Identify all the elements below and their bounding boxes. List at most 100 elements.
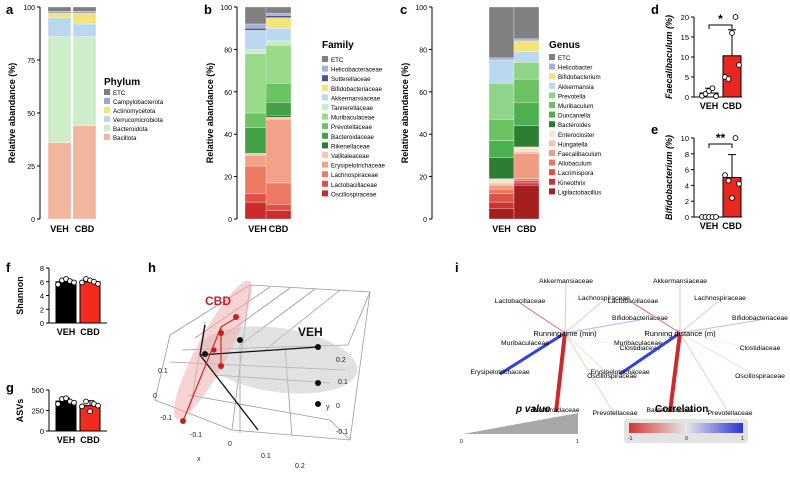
taxon-node-label: Oscillospiraceae xyxy=(735,373,785,380)
veh-points xyxy=(202,337,321,407)
cbd-group-label: CBD xyxy=(205,294,231,308)
bar-segment xyxy=(513,125,540,148)
legend-label: Muribaculaceae xyxy=(331,115,375,122)
bar-segment xyxy=(72,11,97,14)
legend-label: Oscillospiraceae xyxy=(331,191,377,198)
bar-segment xyxy=(72,36,97,126)
legend-title: Family xyxy=(322,40,354,51)
bar-segment xyxy=(265,83,292,103)
bar-segment xyxy=(265,117,292,120)
legend-swatch xyxy=(104,125,110,131)
bar-segment xyxy=(72,125,97,220)
legend-swatch xyxy=(322,190,328,197)
data-point xyxy=(71,399,77,406)
correlation-title: Correlation xyxy=(655,404,708,415)
taxon-node-label: Bifidobacteriaceae xyxy=(732,315,788,322)
legend-label: Muribaculum xyxy=(558,103,593,110)
y-tick-label: 100 xyxy=(23,5,35,12)
y-tick-label: 40 xyxy=(224,132,232,139)
correlation-gradient xyxy=(629,423,743,433)
y-tick-label: 2 xyxy=(40,305,44,314)
panel-letter-c: c xyxy=(400,2,407,17)
veh-group-label: VEH xyxy=(298,325,323,339)
data-point xyxy=(79,403,85,410)
data-point xyxy=(83,398,89,405)
legend-swatch xyxy=(322,65,328,72)
significance-bracket xyxy=(708,24,733,29)
x-category-label: VEH xyxy=(700,101,719,111)
y-tick-label: 5 xyxy=(685,73,689,82)
legend-label: Rikenellaceae xyxy=(331,143,370,150)
legend-swatch xyxy=(322,94,328,101)
legend-label: Sutterellaceae xyxy=(331,76,371,83)
bar-segment xyxy=(513,178,540,181)
significance-marker: ** xyxy=(716,131,726,145)
panel-letter-h: h xyxy=(148,260,156,275)
bar-segment xyxy=(47,11,72,14)
legend-label: Helicobacter xyxy=(558,65,592,72)
bar-segment xyxy=(47,36,72,143)
x-category-label: VEH xyxy=(50,224,69,234)
x-category-label: CBD xyxy=(269,224,289,234)
bar-segment xyxy=(265,204,292,211)
x-category-label: VEH xyxy=(492,224,511,234)
p-value-tick: 1 xyxy=(576,439,579,445)
legend-swatch xyxy=(549,63,555,70)
y-axis-title: Relative abandance (%) xyxy=(400,63,410,164)
correlation-edge xyxy=(564,332,616,416)
bar-segment xyxy=(47,13,72,18)
bar-segment xyxy=(47,17,72,37)
x-category-label: CBD xyxy=(75,224,95,234)
taxon-node-label: Oscillospiraceae xyxy=(587,373,637,380)
y-tick-label: 0 xyxy=(685,93,689,102)
data-point xyxy=(95,402,101,409)
cbd-point xyxy=(218,330,224,336)
correlation-edge xyxy=(679,299,721,334)
legend-title: Phylum xyxy=(104,77,140,88)
correlation-edge xyxy=(519,302,566,334)
correlation-edge xyxy=(499,331,566,376)
legend-label: Bacteroides xyxy=(558,122,591,129)
legend-swatch xyxy=(322,84,328,91)
correlation-edge xyxy=(679,332,731,416)
legend-label: Actinomycetota xyxy=(113,108,156,115)
cbd-points xyxy=(180,314,239,424)
legend-swatch xyxy=(549,73,555,80)
y-tick-label: 0 xyxy=(228,217,232,224)
correlation-tick: 0 xyxy=(685,436,688,442)
h-tick-label: 0.1 xyxy=(338,379,348,386)
correlation-edge xyxy=(554,332,567,413)
bar-segment xyxy=(265,40,292,46)
bar-segment xyxy=(513,78,540,103)
correlation-edge xyxy=(679,332,761,351)
correlation-edge xyxy=(679,332,761,379)
bar-segment xyxy=(513,6,540,39)
h-tick-label: -0.1 xyxy=(160,415,172,422)
panel-letter-a: a xyxy=(6,2,14,17)
bar-segment xyxy=(265,114,292,118)
legend-label: Helicobacteraceae xyxy=(331,67,383,74)
cbd-point xyxy=(180,418,186,424)
y-tick-label: 6 xyxy=(685,166,689,175)
bar-segment xyxy=(513,102,540,126)
legend-swatch xyxy=(104,98,110,104)
data-point xyxy=(71,279,77,286)
legend-label: Lacrimispora xyxy=(558,170,594,177)
y-tick-label: 80 xyxy=(419,47,427,54)
correlation-edge xyxy=(564,319,641,334)
x-category-label: CBD xyxy=(80,435,100,445)
bar xyxy=(55,281,77,324)
y-tick-label: 0 xyxy=(685,213,689,222)
legend-swatch xyxy=(549,150,555,156)
legend-swatch xyxy=(549,140,555,147)
bar-segment xyxy=(488,201,515,209)
bar-segment xyxy=(513,61,540,80)
taxon-node-label: Prevotellaceae xyxy=(593,410,638,417)
y-axis-title: ASVs xyxy=(15,399,25,423)
data-point xyxy=(63,395,69,402)
legend-swatch xyxy=(322,180,328,187)
